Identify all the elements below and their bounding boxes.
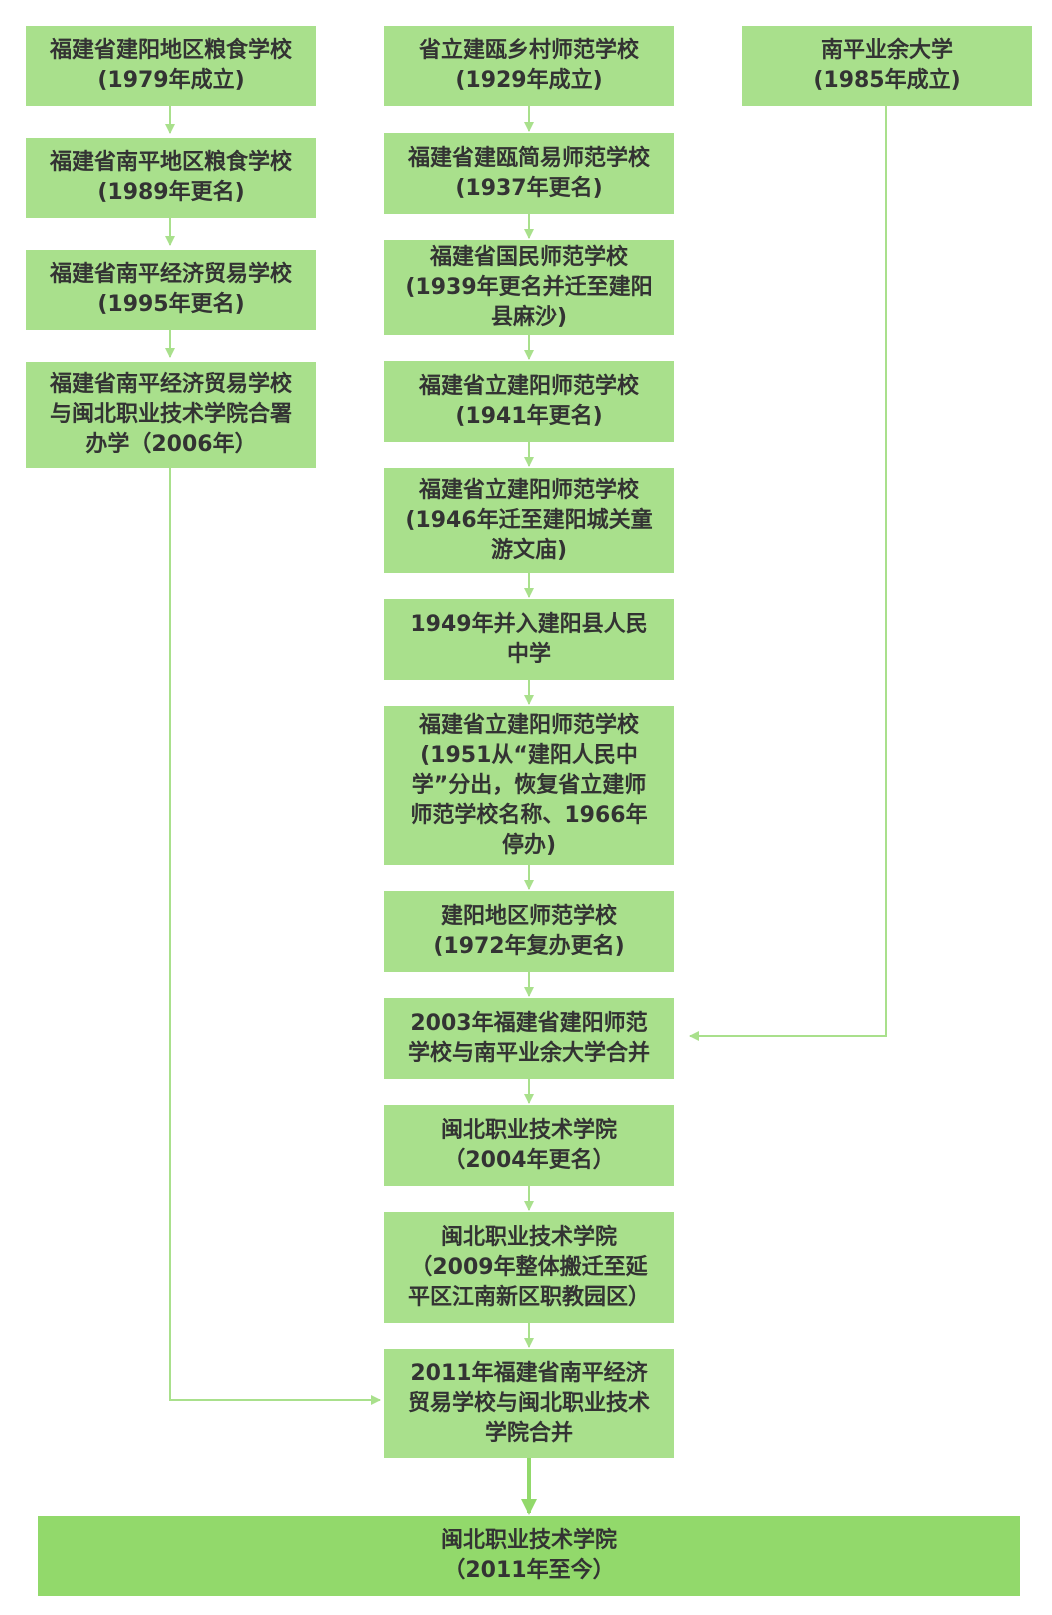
left-box-2-line-2: (1989年更名) (97, 180, 245, 205)
center-box-2-line-2: (1937年更名) (455, 175, 603, 201)
center-box-3-line-3: 县麻沙) (490, 304, 568, 330)
left-box-1-line-2: (1979年成立) (97, 68, 245, 93)
center-box-7-line-1: 福建省立建阳师范学校 (418, 712, 639, 738)
center-box-1-line-1: 省立建瓯乡村师范学校 (418, 38, 639, 63)
center-box-7: 福建省立建阳师范学校 (1951从“建阳人民中 学”分出，恢复省立建师 师范学校… (384, 706, 674, 865)
final-box: 闽北职业技术学院 （2011年至今） (38, 1516, 1020, 1596)
center-box-5-line-2: (1946年迁至建阳城关童 (405, 507, 653, 533)
center-box-9: 2003年福建省建阳师范 学校与南平业余大学合并 (384, 998, 674, 1079)
left-box-4-line-3: 办学（2006年） (85, 432, 257, 457)
right-box-1-line-2: (1985年成立) (813, 68, 961, 93)
center-box-2-line-1: 福建省建瓯简易师范学校 (407, 145, 650, 171)
center-box-4-line-2: (1941年更名) (455, 403, 603, 429)
final-box-line-1: 闽北职业技术学院 (440, 1528, 617, 1553)
center-box-5-line-1: 福建省立建阳师范学校 (418, 477, 639, 503)
left-box-3-line-2: (1995年更名) (97, 292, 245, 317)
left-box-2-line-1: 福建省南平地区粮食学校 (49, 150, 292, 175)
right-box-1: 南平业余大学 (1985年成立) (742, 26, 1032, 106)
center-box-7-line-4: 师范学校名称、1966年 (410, 802, 648, 828)
center-box-11-line-3: 平区江南新区职教园区） (407, 1284, 650, 1310)
center-box-4-line-1: 福建省立建阳师范学校 (418, 373, 639, 399)
center-box-11-line-2: （2009年整体搬迁至延 (410, 1254, 648, 1280)
center-box-6: 1949年并入建阳县人民 中学 (384, 599, 674, 680)
center-box-8: 建阳地区师范学校 (1972年复办更名) (384, 891, 674, 972)
center-box-3-line-2: (1939年更名并迁至建阳 (405, 274, 653, 300)
center-box-1-line-2: (1929年成立) (455, 68, 603, 93)
center-box-10-line-1: 闽北职业技术学院 (440, 1117, 617, 1143)
center-box-7-line-3: 学”分出，恢复省立建师 (411, 772, 647, 798)
arrow-right-to-merge-2003 (689, 105, 887, 1041)
center-box-6-line-1: 1949年并入建阳县人民 (410, 611, 648, 637)
center-box-1: 省立建瓯乡村师范学校 (1929年成立) (384, 26, 674, 106)
center-box-7-line-2: (1951从“建阳人民中 (420, 742, 638, 768)
left-box-2: 福建省南平地区粮食学校 (1989年更名) (26, 138, 316, 218)
center-box-8-line-2: (1972年复办更名) (433, 933, 625, 959)
center-box-3: 福建省国民师范学校 (1939年更名并迁至建阳 县麻沙) (384, 240, 674, 335)
left-box-4-line-2: 与闽北职业技术学院合署 (49, 402, 292, 427)
center-box-11-line-1: 闽北职业技术学院 (440, 1224, 617, 1250)
center-box-10-line-2: （2004年更名） (443, 1147, 615, 1173)
center-box-10: 闽北职业技术学院 （2004年更名） (384, 1105, 674, 1186)
left-box-3: 福建省南平经济贸易学校 (1995年更名) (26, 250, 316, 330)
center-box-2: 福建省建瓯简易师范学校 (1937年更名) (384, 133, 674, 214)
left-box-3-line-1: 福建省南平经济贸易学校 (49, 262, 292, 287)
final-box-line-2: （2011年至今） (443, 1558, 615, 1583)
left-box-1-line-1: 福建省建阳地区粮食学校 (49, 38, 292, 63)
center-box-5: 福建省立建阳师范学校 (1946年迁至建阳城关童 游文庙) (384, 468, 674, 573)
center-box-9-line-2: 学校与南平业余大学合并 (407, 1040, 650, 1066)
left-box-4-line-1: 福建省南平经济贸易学校 (49, 372, 292, 397)
center-box-7-line-5: 停办) (501, 832, 557, 858)
center-box-8-line-1: 建阳地区师范学校 (440, 903, 617, 929)
left-box-4: 福建省南平经济贸易学校 与闽北职业技术学院合署 办学（2006年） (26, 362, 316, 468)
center-box-12-line-3: 学院合并 (484, 1420, 573, 1446)
center-box-4: 福建省立建阳师范学校 (1941年更名) (384, 361, 674, 442)
center-box-12-line-1: 2011年福建省南平经济 (410, 1360, 648, 1386)
center-box-9-line-1: 2003年福建省建阳师范 (410, 1010, 648, 1036)
left-box-1: 福建省建阳地区粮食学校 (1979年成立) (26, 26, 316, 106)
right-box-1-line-1: 南平业余大学 (820, 38, 953, 63)
center-box-11: 闽北职业技术学院 （2009年整体搬迁至延 平区江南新区职教园区） (384, 1212, 674, 1323)
center-box-3-line-1: 福建省国民师范学校 (429, 244, 628, 270)
center-box-12-line-2: 贸易学校与闽北职业技术 (407, 1390, 650, 1416)
center-box-6-line-2: 中学 (506, 641, 551, 667)
center-box-12: 2011年福建省南平经济 贸易学校与闽北职业技术 学院合并 (384, 1349, 674, 1458)
arrow-left-to-merge-2011 (169, 468, 381, 1405)
center-box-5-line-3: 游文庙) (490, 537, 568, 563)
